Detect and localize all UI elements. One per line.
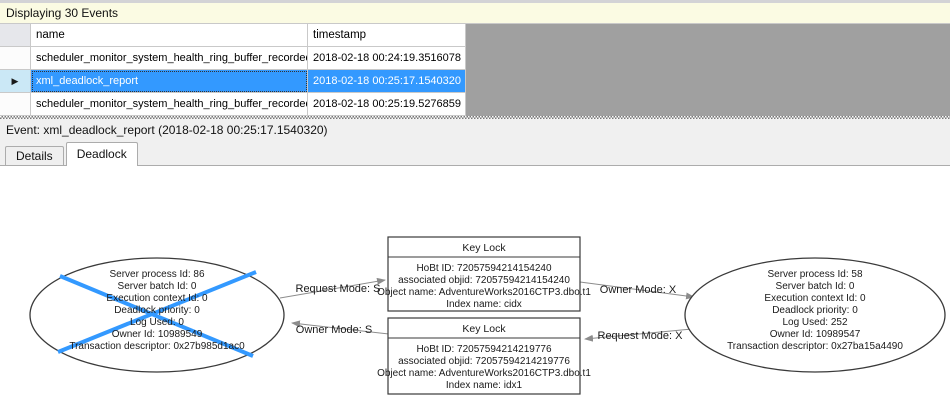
deadlock-edges [279, 277, 695, 342]
edge-label-request-s: Request Mode: S [296, 283, 381, 295]
events-count-label: Displaying 30 Events [6, 6, 119, 20]
table-row-timestamp-selected[interactable]: 2018-02-18 00:25:17.1540320 [308, 70, 466, 93]
svg-text:HoBt ID: 72057594214154240: HoBt ID: 72057594214154240 [416, 263, 552, 274]
victim-cross-icon [57, 270, 257, 358]
table-row-name[interactable]: scheduler_monitor_system_health_ring_buf… [31, 47, 308, 70]
grid-filler [466, 24, 950, 47]
svg-text:Key Lock: Key Lock [462, 242, 506, 254]
svg-text:Owner Id: 10989549: Owner Id: 10989549 [112, 329, 203, 340]
svg-text:HoBt ID: 72057594214219776: HoBt ID: 72057594214219776 [416, 344, 552, 355]
svg-text:associated objid: 720575942142: associated objid: 72057594214219776 [398, 356, 570, 367]
row-selector-current[interactable]: ▶ [0, 70, 31, 93]
lock-node-bottom: Key Lock HoBt ID: 72057594214219776 asso… [377, 317, 591, 395]
deadlock-graph-pane: Server process Id: 86 Server batch Id: 0… [0, 166, 950, 400]
table-row-name-selected[interactable]: xml_deadlock_report [31, 70, 308, 93]
edge-request-s-line [279, 277, 386, 299]
edge-label-owner-x: Owner Mode: X [600, 284, 677, 296]
svg-text:Object name: AdventureWorks201: Object name: AdventureWorks2016CTP3.dbo.… [377, 368, 591, 379]
table-row-timestamp[interactable]: 2018-02-18 00:24:19.3516078 [308, 47, 466, 70]
svg-text:Key Lock: Key Lock [462, 323, 506, 335]
events-grid: name timestamp scheduler_monitor_system_… [0, 24, 950, 116]
event-detail-label: Event: xml_deadlock_report (2018-02-18 0… [6, 123, 328, 137]
row-selector-header [0, 24, 31, 47]
svg-text:Index name: idx1: Index name: idx1 [446, 380, 523, 391]
tab-deadlock[interactable]: Deadlock [65, 142, 138, 166]
column-header-name[interactable]: name [31, 24, 308, 47]
edge-request-x-line [584, 328, 693, 342]
row-selector[interactable] [0, 93, 31, 116]
lock-node-top: Key Lock HoBt ID: 72057594214154240 asso… [377, 236, 591, 312]
current-row-arrow-icon: ▶ [11, 75, 19, 86]
table-row-name[interactable]: scheduler_monitor_system_health_ring_buf… [31, 93, 308, 116]
table-row-timestamp[interactable]: 2018-02-18 00:25:19.5276859 [308, 93, 466, 116]
svg-text:Deadlock priority: 0: Deadlock priority: 0 [114, 305, 200, 316]
row-selector[interactable] [0, 47, 31, 70]
svg-text:Server batch Id: 0: Server batch Id: 0 [118, 281, 197, 292]
svg-text:associated objid: 720575942141: associated objid: 72057594214154240 [398, 275, 570, 286]
deadlock-graph: Server process Id: 86 Server batch Id: 0… [29, 236, 946, 395]
pane-splitter[interactable] [0, 116, 950, 119]
svg-text:Server batch Id: 0: Server batch Id: 0 [776, 281, 855, 292]
event-detail-bar: Event: xml_deadlock_report (2018-02-18 0… [0, 119, 950, 141]
svg-text:Log Used: 0: Log Used: 0 [130, 317, 184, 328]
edge-owner-s-line [291, 320, 390, 335]
svg-text:Execution context Id: 0: Execution context Id: 0 [764, 293, 866, 304]
detail-tab-strip: Details Deadlock [0, 141, 950, 166]
svg-text:Owner Id: 10989547: Owner Id: 10989547 [770, 329, 861, 340]
edge-label-owner-s: Owner Mode: S [296, 324, 372, 336]
process-node-victim: Server process Id: 86 Server batch Id: 0… [29, 257, 285, 373]
events-count-bar: Displaying 30 Events [0, 0, 950, 24]
svg-text:Server process Id: 58: Server process Id: 58 [767, 269, 862, 280]
svg-text:Server process Id: 86: Server process Id: 86 [109, 269, 204, 280]
tab-details[interactable]: Details [5, 146, 64, 166]
svg-text:Object name: AdventureWorks201: Object name: AdventureWorks2016CTP3.dbo.… [377, 287, 591, 298]
svg-text:Transaction descriptor: 0x27ba: Transaction descriptor: 0x27ba15a4490 [727, 341, 903, 352]
svg-text:Execution context Id: 0: Execution context Id: 0 [106, 293, 208, 304]
svg-text:Index name: cidx: Index name: cidx [446, 299, 522, 310]
svg-text:Log Used: 252: Log Used: 252 [782, 317, 847, 328]
column-header-timestamp[interactable]: timestamp [308, 24, 466, 47]
edge-label-request-x: Request Mode: X [598, 330, 684, 342]
svg-text:Deadlock priority: 0: Deadlock priority: 0 [772, 305, 858, 316]
edge-owner-x-line [579, 281, 695, 300]
process-node-survivor: Server process Id: 58 Server batch Id: 0… [684, 257, 946, 373]
svg-text:Transaction descriptor: 0x27b9: Transaction descriptor: 0x27b985d1ac0 [69, 341, 245, 352]
